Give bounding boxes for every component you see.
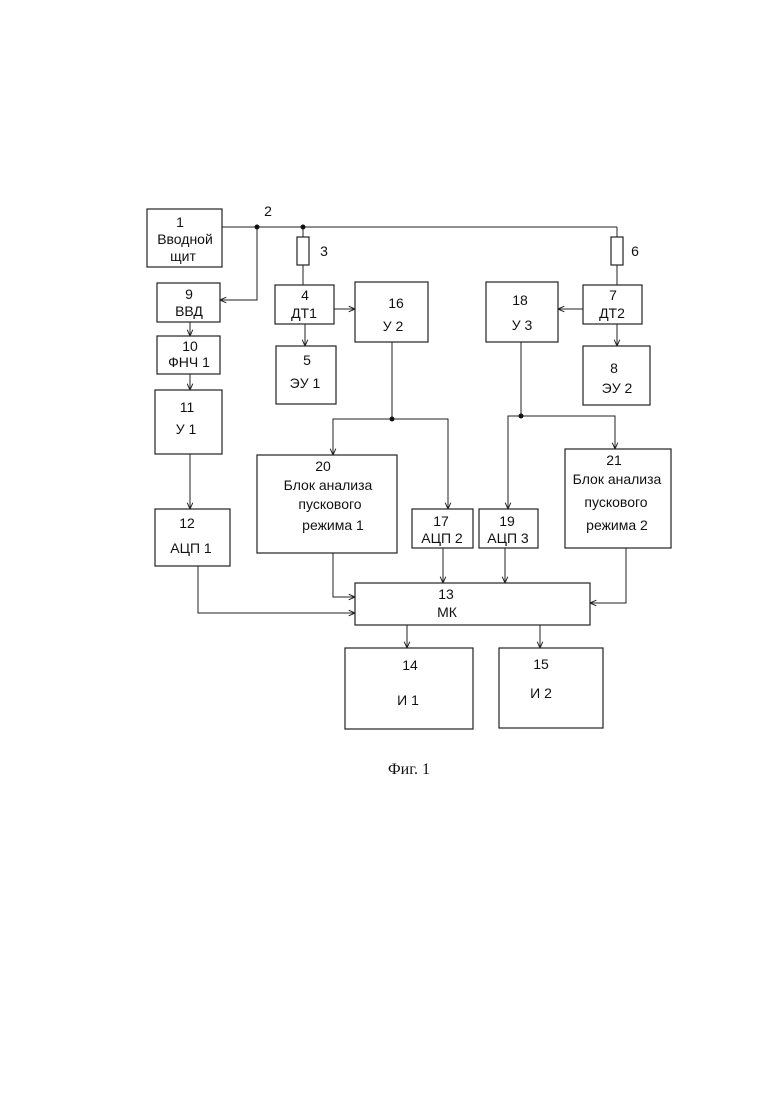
block-7-num: 7 xyxy=(609,287,617,303)
block-15-num: 15 xyxy=(533,656,549,672)
wire-18-to-21 xyxy=(521,416,615,449)
block-21-label: режима 2 xyxy=(586,517,648,533)
block-20-label: режима 1 xyxy=(302,517,364,533)
block-11-label: У 1 xyxy=(176,421,197,437)
wire-18-to-19 xyxy=(508,416,521,509)
block-19-label: АЦП 3 xyxy=(487,530,529,546)
block-10-num: 10 xyxy=(182,338,198,354)
block-1-label: Вводной xyxy=(157,231,213,247)
wire-bus-to-9 xyxy=(220,227,257,300)
marker-2: 2 xyxy=(264,203,272,219)
junction-dot-bus xyxy=(255,225,260,230)
block-17-label: АЦП 2 xyxy=(421,530,463,546)
junction-dot-16 xyxy=(390,417,395,422)
block-5-label: ЭУ 1 xyxy=(290,375,321,391)
junction-dot-18 xyxy=(519,414,524,419)
junction-dot-bus-3 xyxy=(301,225,306,230)
block-13-num: 13 xyxy=(438,586,454,602)
sensor-3-symbol xyxy=(297,237,309,265)
block-14-label: И 1 xyxy=(397,692,419,708)
sensor-6-symbol xyxy=(611,237,623,265)
wire-20-to-13 xyxy=(333,553,355,597)
block-13-box xyxy=(355,583,590,625)
marker-3: 3 xyxy=(320,243,328,259)
block-20-label: Блок анализа xyxy=(284,477,373,493)
block-12-num: 12 xyxy=(179,515,195,531)
block-16-label: У 2 xyxy=(383,318,404,334)
block-1-label: щит xyxy=(170,248,196,264)
block-4-num: 4 xyxy=(301,287,309,303)
wire-12-to-13 xyxy=(198,566,355,613)
block-18-box xyxy=(486,282,558,342)
block-21-label: пускового xyxy=(584,494,647,510)
block-15-label: И 2 xyxy=(530,685,552,701)
block-20-num: 20 xyxy=(315,458,331,474)
block-13-label: МК xyxy=(437,604,458,620)
block-4-label: ДТ1 xyxy=(291,305,317,321)
block-21-num: 21 xyxy=(606,452,622,468)
block-18-label: У 3 xyxy=(512,317,533,333)
block-8-num: 8 xyxy=(610,360,618,376)
figure-caption: Фиг. 1 xyxy=(388,761,430,778)
wire-16-to-20 xyxy=(333,419,392,455)
block-18-num: 18 xyxy=(512,292,528,308)
block-7-label: ДТ2 xyxy=(599,305,625,321)
block-17-num: 17 xyxy=(433,513,449,529)
block-1-num: 1 xyxy=(176,214,184,230)
block-10-label: ФНЧ 1 xyxy=(168,354,210,370)
block-8-label: ЭУ 2 xyxy=(602,380,633,396)
block-5-num: 5 xyxy=(303,352,311,368)
block-12-label: АЦП 1 xyxy=(170,540,212,556)
block-21-label: Блок анализа xyxy=(573,471,662,487)
block-11-num: 11 xyxy=(180,399,195,415)
wire-16-to-17 xyxy=(392,419,448,509)
block-20-label: пускового xyxy=(298,496,361,512)
block-9-num: 9 xyxy=(185,286,193,302)
wire-21-to-13 xyxy=(590,548,626,603)
block-9-label: ВВД xyxy=(175,303,203,319)
block-16-num: 16 xyxy=(388,295,404,311)
marker-6: 6 xyxy=(631,243,639,259)
block-19-num: 19 xyxy=(499,513,515,529)
block-14-num: 14 xyxy=(402,657,418,673)
